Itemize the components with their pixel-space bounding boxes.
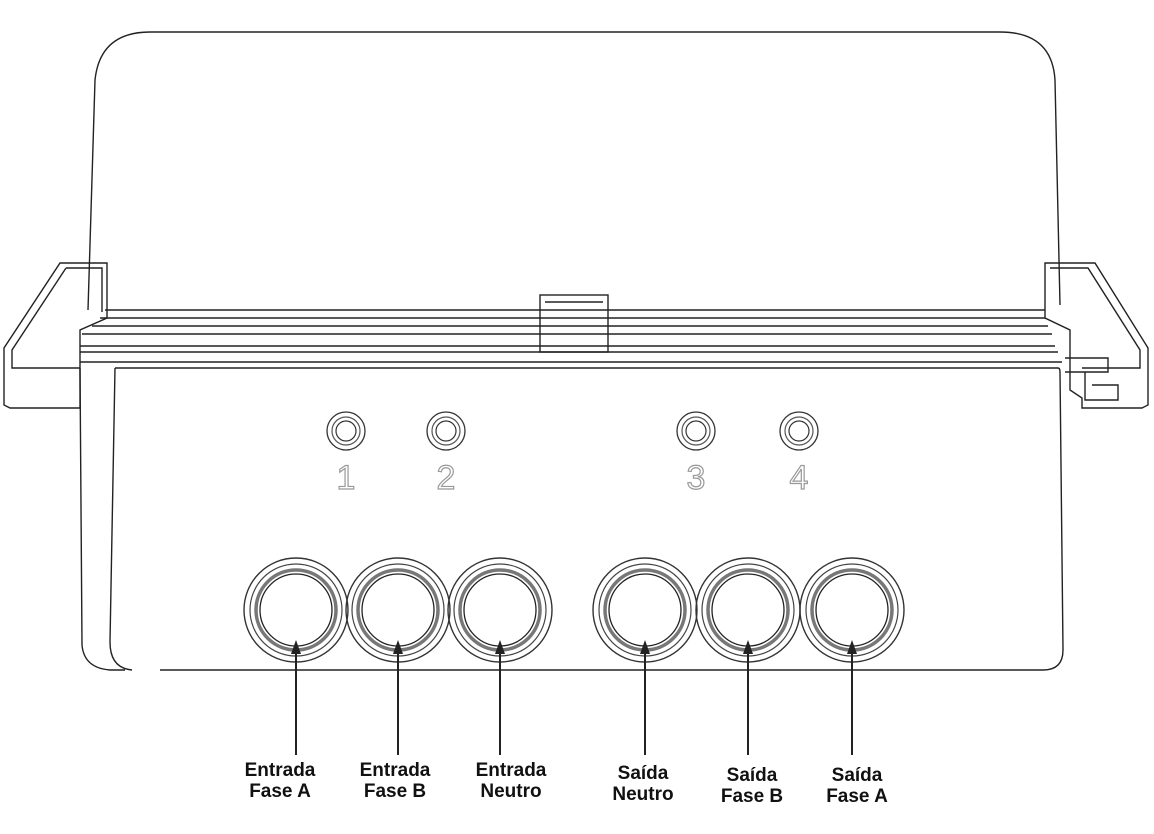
label-line-1: Entrada xyxy=(244,760,316,781)
led-3: 3 xyxy=(676,411,716,498)
led-lens xyxy=(435,420,457,442)
label-line-1: Saída xyxy=(726,765,778,786)
port-ring xyxy=(711,573,785,647)
led-outer-ring xyxy=(779,411,819,451)
label-line-1: Entrada xyxy=(475,760,547,781)
port-ring xyxy=(463,573,537,647)
led-lens xyxy=(685,420,707,442)
led-inner-ring xyxy=(431,416,461,446)
arrow-head xyxy=(743,640,753,654)
arrow-entrada-fase-a xyxy=(291,640,301,755)
box-left-edge xyxy=(79,367,133,671)
led-lens xyxy=(335,420,357,442)
led-outer-ring xyxy=(426,411,466,451)
right-clip xyxy=(1084,372,1119,401)
arrow-saida-fase-a xyxy=(847,640,857,755)
port-ring xyxy=(361,573,435,647)
lid-outline xyxy=(87,31,1061,311)
led-inner-ring xyxy=(681,416,711,446)
center-latch xyxy=(539,294,609,353)
arrow-entrada-neutro xyxy=(495,640,505,755)
led-outer-ring xyxy=(676,411,716,451)
port-ring xyxy=(254,568,338,652)
label-line-2: Neutro xyxy=(480,781,542,802)
arrow-head xyxy=(291,640,301,654)
port-ring xyxy=(259,573,333,647)
port-ring xyxy=(815,573,889,647)
arrow-saida-fase-b xyxy=(743,640,753,755)
led-4: 4 xyxy=(779,411,819,498)
arrow-head xyxy=(640,640,650,654)
label-line-2: Fase B xyxy=(720,786,784,807)
label-line-1: Entrada xyxy=(359,760,431,781)
arrow-saida-neutro xyxy=(640,640,650,755)
port-ring xyxy=(603,568,687,652)
port-ring xyxy=(706,568,790,652)
arrow-head xyxy=(847,640,857,654)
port-ring xyxy=(356,568,440,652)
port-ring xyxy=(810,568,894,652)
led-lens xyxy=(788,420,810,442)
right-hinge-inner xyxy=(1050,267,1141,373)
led-inner-ring xyxy=(331,416,361,446)
led-number-2: 2 xyxy=(437,459,456,497)
label-line-2: Fase B xyxy=(363,781,427,802)
arrow-head xyxy=(393,640,403,654)
led-number-3: 3 xyxy=(687,459,706,497)
led-1: 1 xyxy=(326,411,366,498)
label-line-1: Saída xyxy=(617,763,669,784)
right-hinge xyxy=(1044,262,1149,409)
port-ring xyxy=(458,568,542,652)
led-outer-ring xyxy=(326,411,366,451)
box-body xyxy=(115,367,1064,671)
label-line-2: Fase A xyxy=(826,786,888,807)
arrow-head xyxy=(495,640,505,654)
left-hinge-inner xyxy=(11,267,103,369)
led-2: 2 xyxy=(426,411,466,498)
led-number-1: 1 xyxy=(337,459,356,497)
port-ring xyxy=(608,573,682,647)
label-line-2: Fase A xyxy=(249,781,311,802)
led-number-4: 4 xyxy=(790,459,809,497)
label-line-2: Neutro xyxy=(612,784,674,805)
label-line-1: Saída xyxy=(831,765,883,786)
arrow-entrada-fase-b xyxy=(393,640,403,755)
led-inner-ring xyxy=(784,416,814,446)
